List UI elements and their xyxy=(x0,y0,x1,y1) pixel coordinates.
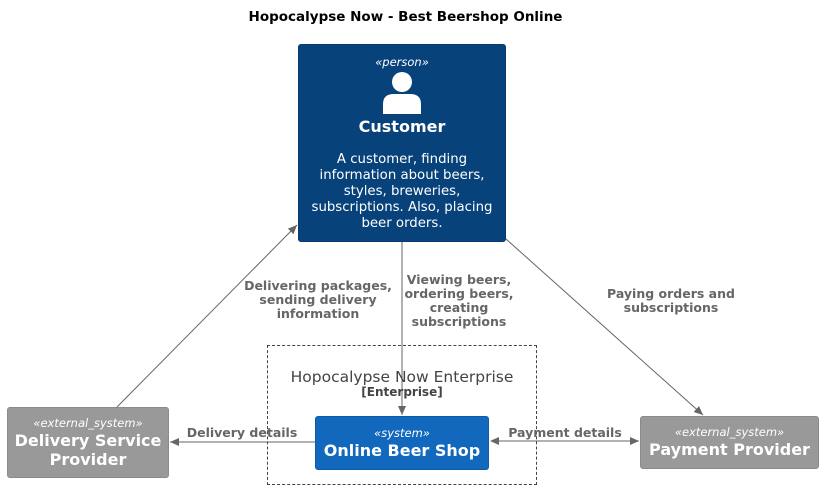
diagram-title: Hopocalypse Now - Best Beershop Online xyxy=(248,9,563,25)
label-viewing-beers: Viewing beers, ordering beers, creating … xyxy=(404,272,514,329)
shop-name: Online Beer Shop xyxy=(323,441,481,460)
arrow-delivery-to-customer xyxy=(116,224,298,408)
customer-stereotype: «person» xyxy=(375,55,429,69)
arrow-customer-to-payment xyxy=(505,238,704,416)
delivery-provider-box[interactable]: «external_system» Delivery Service Provi… xyxy=(7,407,169,478)
arrow-payment-to-shop-head xyxy=(490,437,499,445)
online-beer-shop-box[interactable]: «system» Online Beer Shop xyxy=(315,416,489,470)
delivery-name: Delivery Service Provider xyxy=(14,431,162,469)
payment-stereotype: «external_system» xyxy=(674,425,785,439)
label-paying-orders: Paying orders and subscriptions xyxy=(607,286,735,315)
payment-provider-box[interactable]: «external_system» Payment Provider xyxy=(640,416,819,469)
person-icon xyxy=(383,72,421,114)
shop-stereotype: «system» xyxy=(374,426,430,440)
customer-person-box[interactable]: «person» Customer A customer, finding in… xyxy=(298,44,506,242)
delivery-stereotype: «external_system» xyxy=(33,416,143,430)
enterprise-boundary xyxy=(267,345,537,485)
customer-description: A customer, finding information about be… xyxy=(311,152,493,231)
label-delivery-details: Delivery details xyxy=(186,425,298,440)
label-payment-details: Payment details xyxy=(508,425,622,440)
boundary-name: Hopocalypse Now Enterprise xyxy=(290,368,514,386)
label-delivering-packages: Delivering packages, sending delivery in… xyxy=(244,278,392,321)
payment-name: Payment Provider xyxy=(649,440,810,459)
boundary-type: [Enterprise] xyxy=(361,385,443,399)
customer-name: Customer xyxy=(358,117,446,136)
